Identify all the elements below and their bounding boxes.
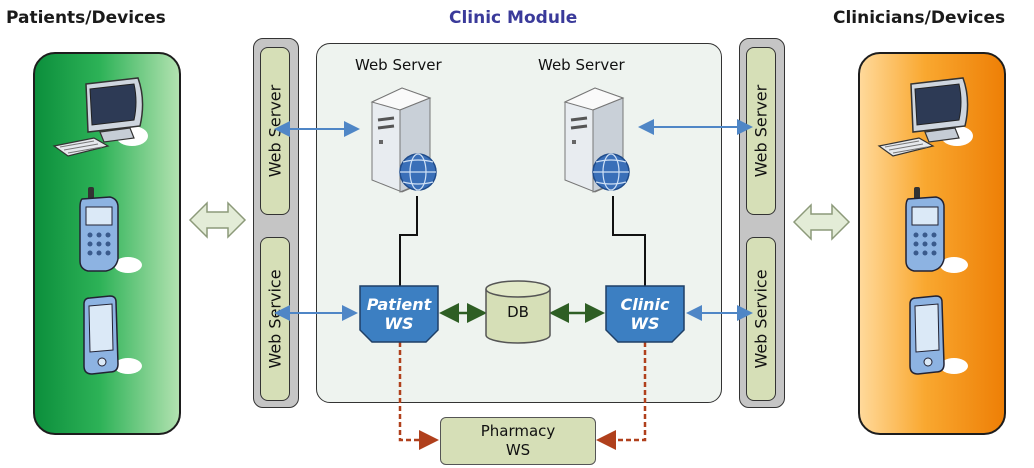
- pharmacy-ws-line2: WS: [505, 441, 531, 459]
- clinic-ws-shape: [605, 285, 685, 343]
- right-web-rail: Web Server Web Service: [739, 38, 785, 408]
- clinicians-devices-title: Clinicians/Devices: [833, 8, 1006, 28]
- patient-pda-icon: [83, 295, 142, 375]
- left-server-icon: [370, 87, 437, 193]
- clinic-module-title: Clinic Module: [449, 8, 578, 28]
- clinician-pda-icon: [909, 295, 968, 375]
- clinic-pharmacy-arrow: [596, 342, 647, 450]
- patient-ws-line1: Patient: [366, 295, 432, 314]
- patient-ws-line2: WS: [384, 314, 414, 333]
- clinic-ws-line2: WS: [630, 314, 660, 333]
- clinician-desktop-computer-icon: [877, 77, 973, 157]
- right-server-icon: [563, 87, 630, 193]
- right-server-ws-line: [612, 196, 646, 288]
- patient-desktop-computer-icon: [52, 77, 148, 157]
- patient-mobile-phone-icon: [79, 187, 142, 273]
- right-double-arrow: [792, 203, 851, 241]
- patients-devices-title: Patients/Devices: [6, 8, 166, 28]
- db-label: DB: [507, 303, 529, 321]
- left-server-label: Web Server: [355, 56, 442, 74]
- patient-ws-shape: [359, 285, 439, 343]
- db-shape: [485, 280, 551, 344]
- clinic-ws-text: Clinic WS: [604, 284, 686, 344]
- left-server-ws-line: [399, 196, 418, 288]
- left-double-arrow: [188, 201, 247, 239]
- clinic-ws-node: Clinic WS: [604, 284, 686, 344]
- patient-ws-node: Patient WS: [358, 284, 440, 344]
- right-server-label: Web Server: [538, 56, 625, 74]
- clinic-ws-line1: Clinic: [620, 295, 670, 314]
- pharmacy-ws-box: Pharmacy WS: [440, 417, 596, 465]
- patient-pharmacy-arrow: [398, 342, 439, 450]
- patient-ws-text: Patient WS: [358, 284, 440, 344]
- db-node: DB: [484, 279, 552, 345]
- right-web-server-box: Web Server: [746, 47, 776, 215]
- left-web-rail: Web Server Web Service: [253, 38, 299, 408]
- pharmacy-ws-line1: Pharmacy: [480, 422, 556, 440]
- clinician-mobile-phone-icon: [905, 187, 968, 273]
